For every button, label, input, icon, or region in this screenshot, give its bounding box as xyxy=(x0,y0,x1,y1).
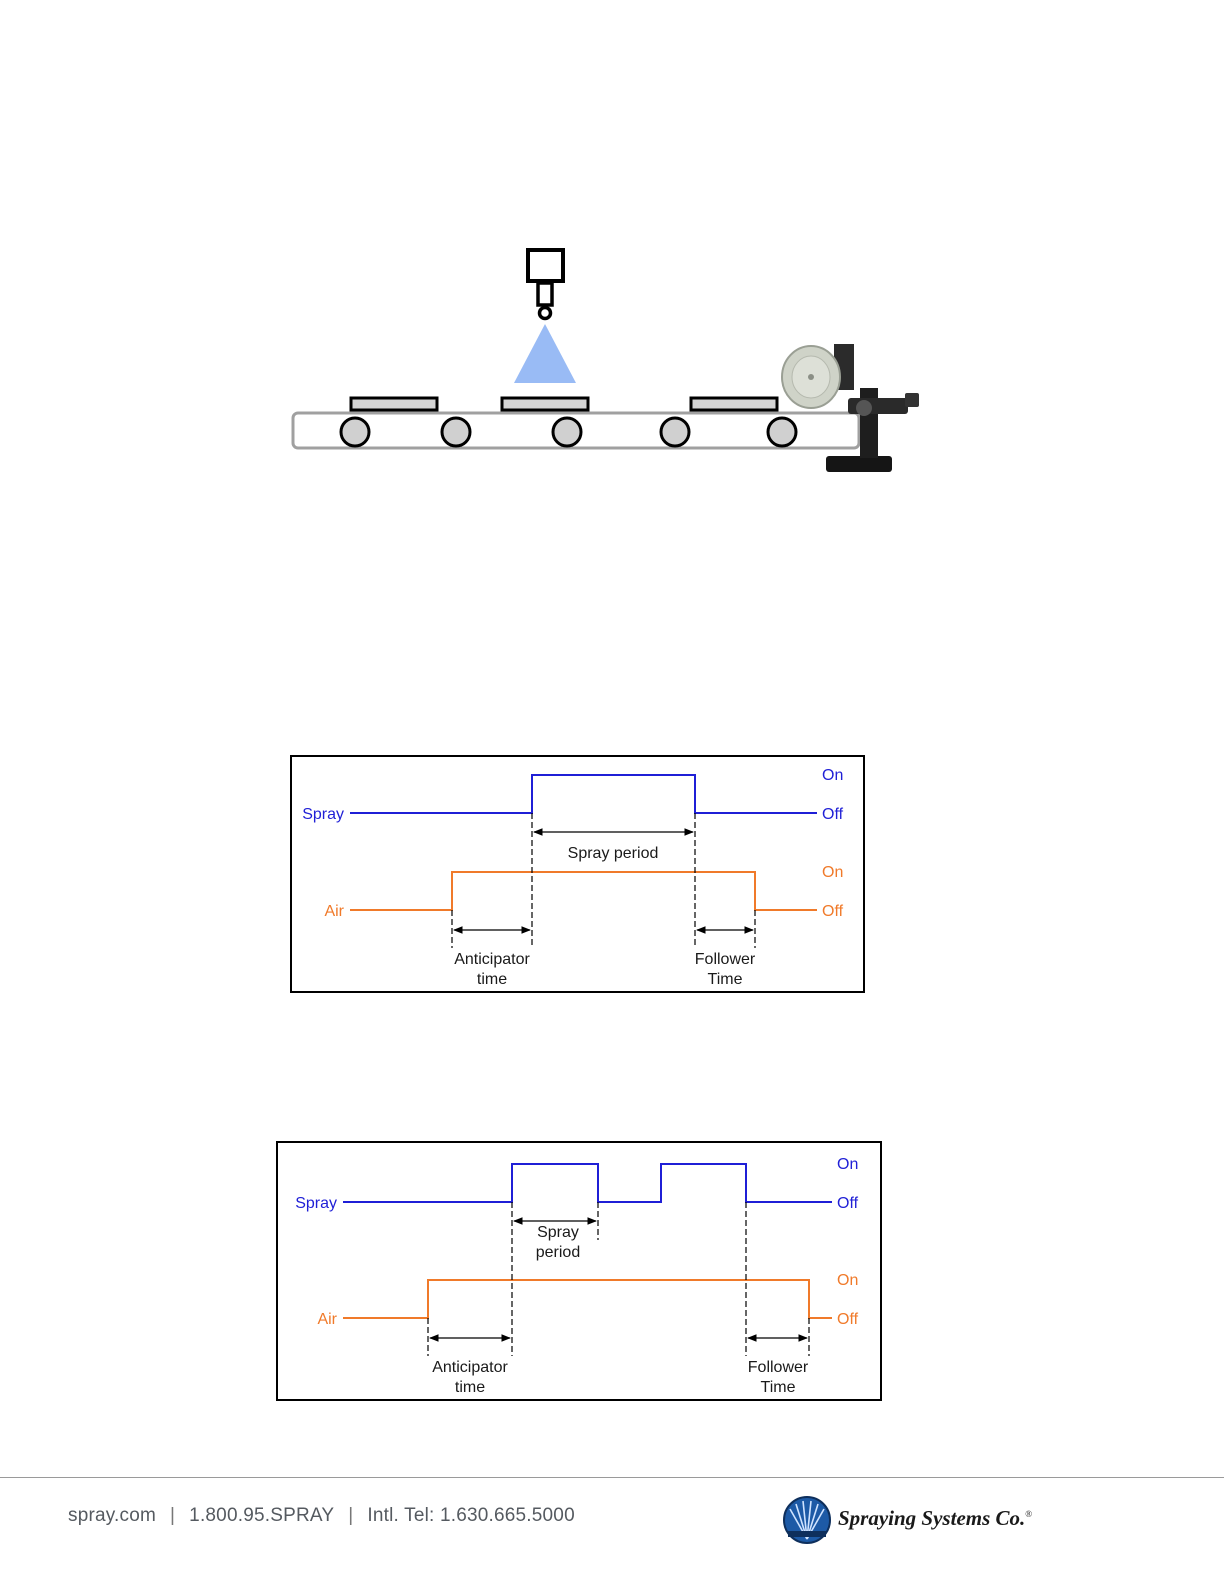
footer-intl-phone[interactable]: Intl. Tel: 1.630.665.5000 xyxy=(367,1505,574,1526)
anticipator-label-line2: time xyxy=(477,971,507,988)
air-off-label: Off xyxy=(822,903,844,920)
roller-icon xyxy=(661,418,689,446)
brand-name: Spraying Systems Co.® xyxy=(838,1506,1032,1531)
footer-divider xyxy=(0,1477,1224,1478)
spray-period-label: Spray period xyxy=(568,845,659,862)
footer-separator: | xyxy=(170,1505,175,1526)
spray-off-label: Off xyxy=(837,1195,859,1212)
spray-on-label: On xyxy=(837,1156,858,1173)
spray-label: Spray xyxy=(302,806,344,823)
spray-off-label: Off xyxy=(822,806,844,823)
footer-phone[interactable]: 1.800.95.SPRAY xyxy=(189,1505,334,1526)
product-part-icon xyxy=(502,398,588,410)
air-on-label: On xyxy=(822,864,843,881)
follower-label-line1: Follower xyxy=(748,1359,809,1376)
registered-mark: ® xyxy=(1025,1509,1032,1519)
roller-icon xyxy=(553,418,581,446)
spray-nozzle-icon xyxy=(528,250,563,319)
air-off-label: Off xyxy=(837,1311,859,1328)
footer-contact: spray.com | 1.800.95.SPRAY | Intl. Tel: 1.63… xyxy=(68,1505,575,1527)
follower-label-line2: Time xyxy=(708,971,743,988)
spraying-systems-logo-icon xyxy=(782,1495,832,1545)
timing-diagram-1: Spray Air On Off On Off Spray period Ant… xyxy=(0,740,1224,1010)
anticipator-label-line2: time xyxy=(455,1379,485,1396)
air-label: Air xyxy=(317,1311,337,1328)
conveyor-figure xyxy=(0,0,1224,520)
air-label: Air xyxy=(324,903,344,920)
spray-period-label-line1: Spray xyxy=(537,1224,579,1241)
timing-diagram-2: Spray Air On Off On Off Spray period Ant… xyxy=(0,1130,1224,1420)
follower-label-line2: Time xyxy=(761,1379,796,1396)
product-part-icon xyxy=(691,398,777,410)
diagram-frame xyxy=(291,756,864,992)
air-on-label: On xyxy=(837,1272,858,1289)
roller-icon xyxy=(442,418,470,446)
roller-icon xyxy=(768,418,796,446)
spray-on-label: On xyxy=(822,767,843,784)
spray-label: Spray xyxy=(295,1195,337,1212)
spray-cone-icon xyxy=(514,324,576,383)
anticipator-label-line1: Anticipator xyxy=(454,951,530,968)
footer-separator: | xyxy=(348,1505,353,1526)
encoder-wheel-icon xyxy=(782,344,919,472)
roller-icon xyxy=(341,418,369,446)
spray-period-label-line2: period xyxy=(536,1244,580,1261)
footer-website-link[interactable]: spray.com xyxy=(68,1505,156,1526)
product-part-icon xyxy=(351,398,437,410)
follower-label-line1: Follower xyxy=(695,951,756,968)
anticipator-label-line1: Anticipator xyxy=(432,1359,508,1376)
